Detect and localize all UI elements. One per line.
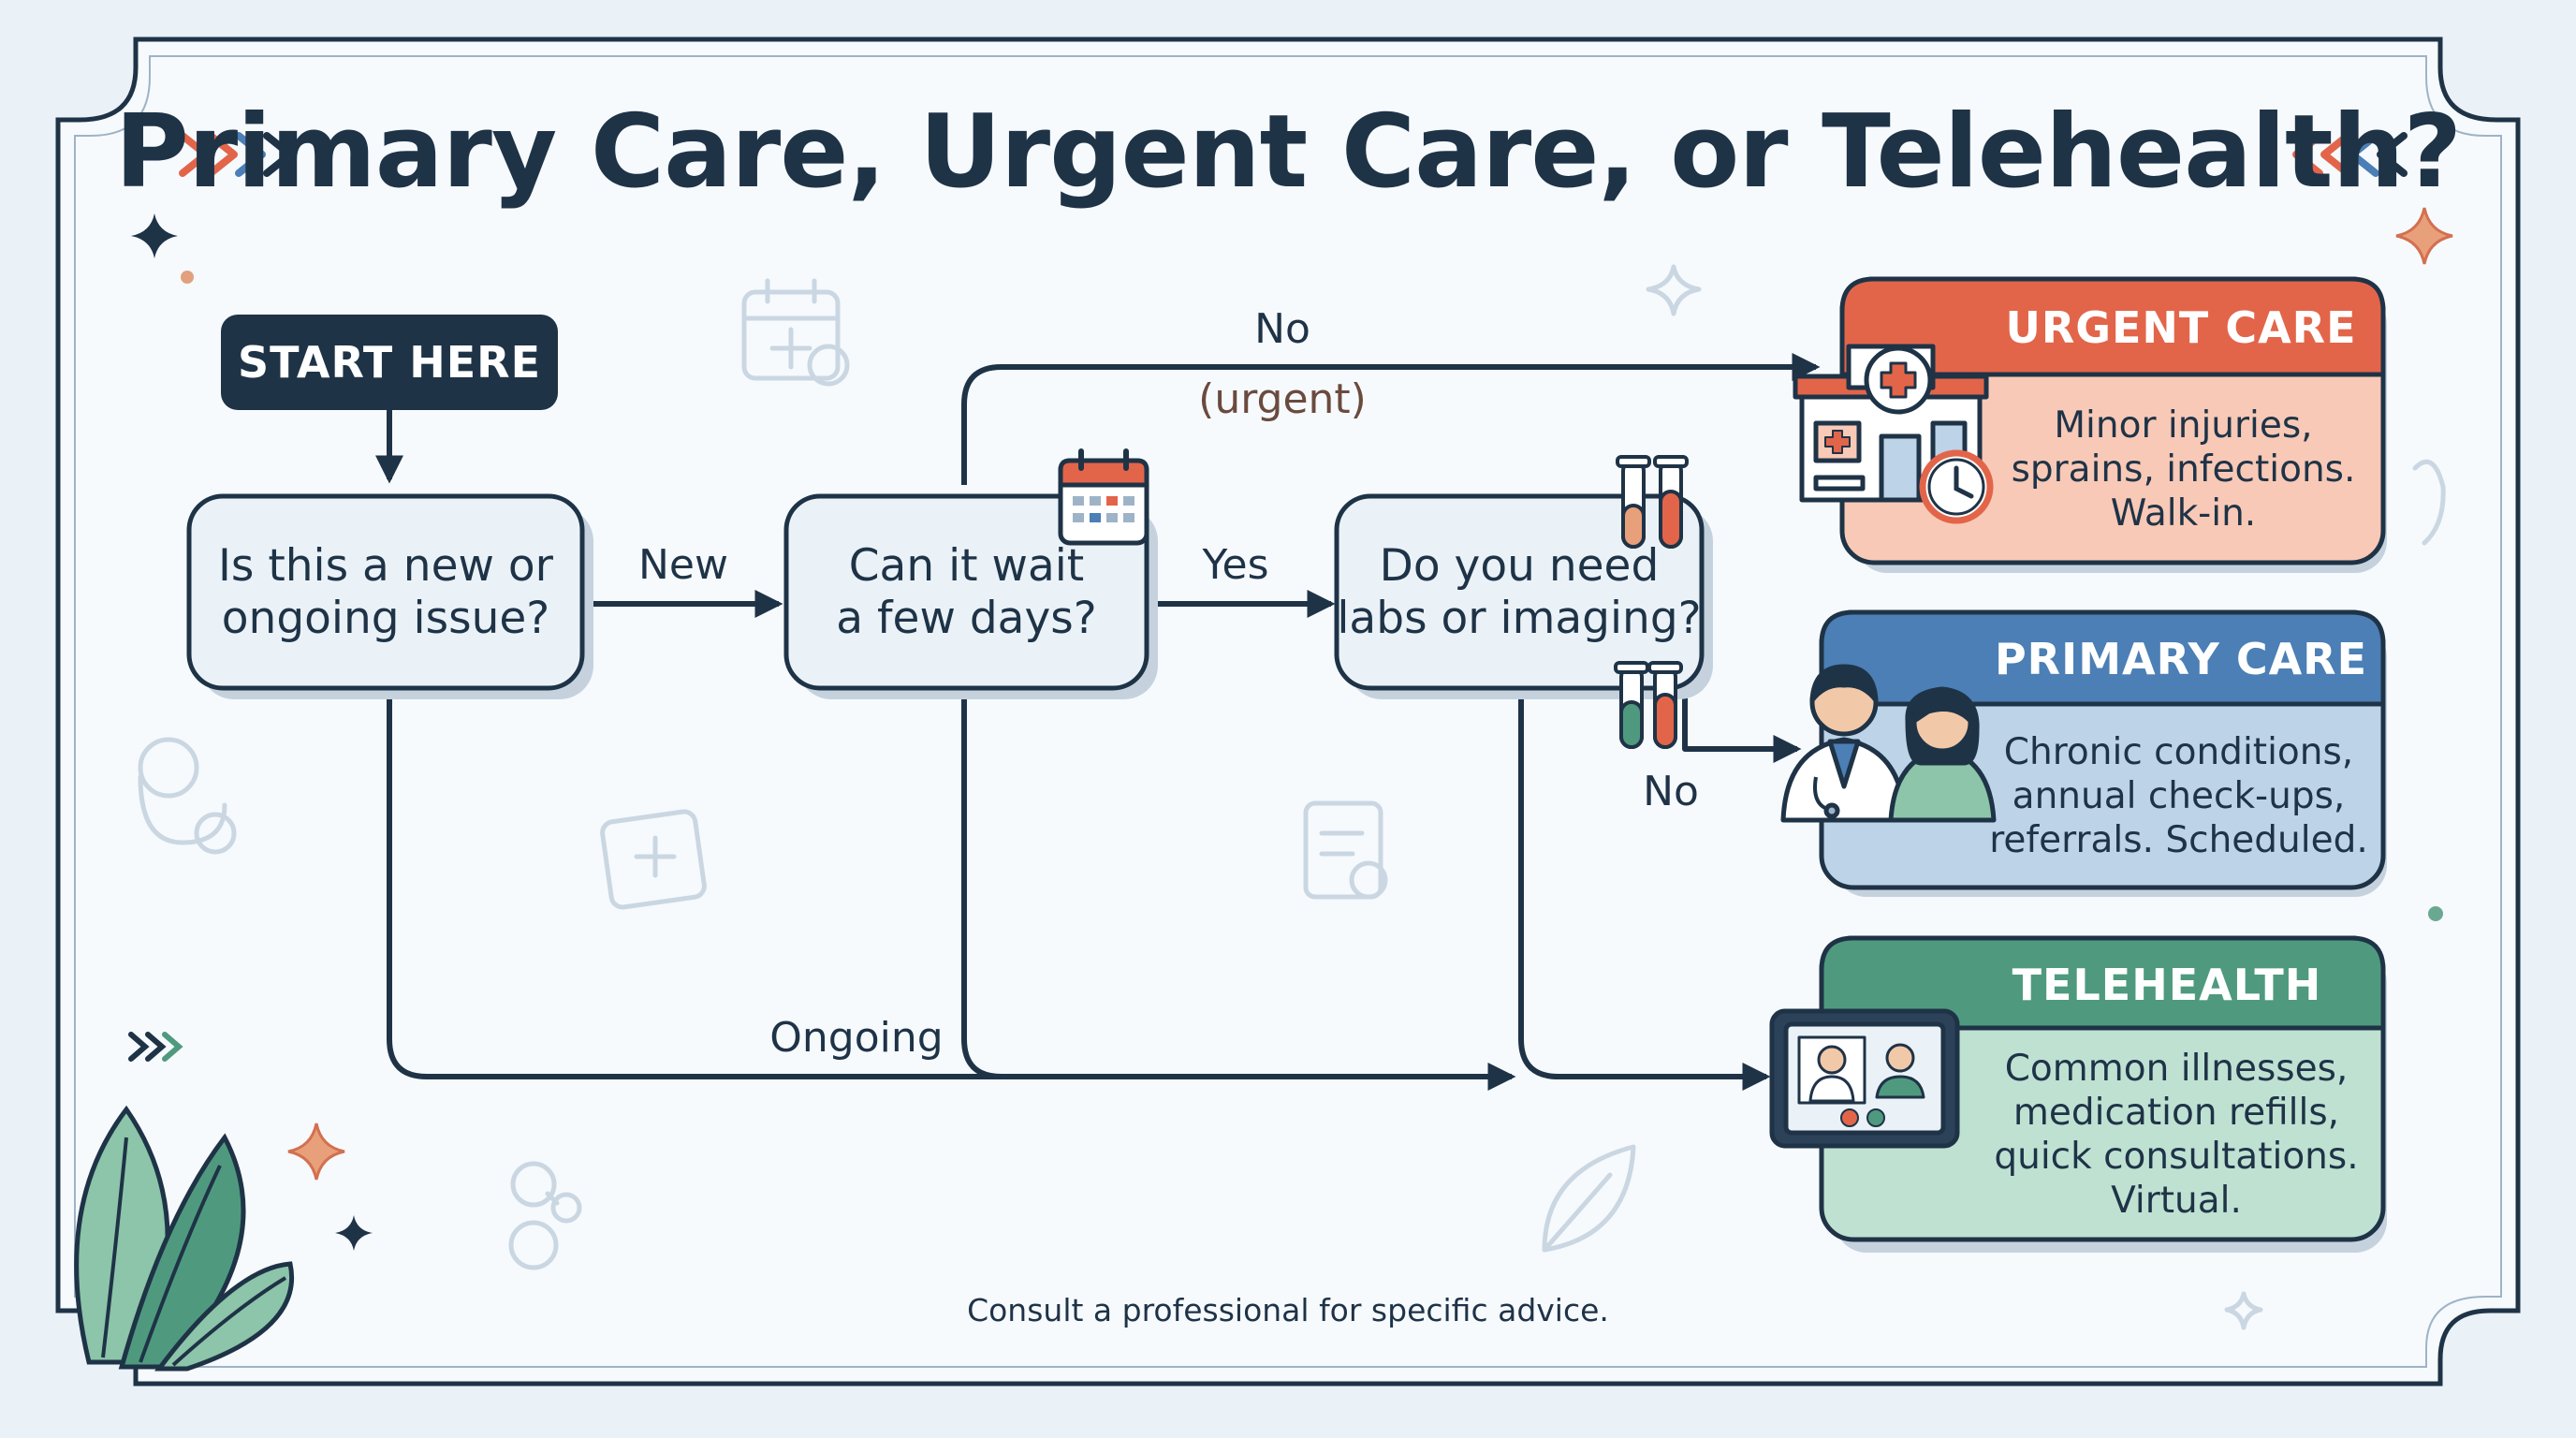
card-line: annual check-ups,: [2012, 775, 2346, 817]
arrow-ongoing: [387, 697, 1516, 1091]
faint-molecule-icon: [508, 1161, 582, 1270]
question-line: a few days?: [836, 592, 1097, 644]
video-call-tablet-icon: [1769, 1008, 1960, 1149]
urgent-care-description: Minor injuries,sprains, infections.Walk-…: [1989, 380, 2378, 558]
footer-disclaimer: Consult a professional for specific advi…: [967, 1292, 1609, 1328]
doctor-patient-icon: [1780, 664, 1997, 823]
clock-icon: [1919, 449, 1994, 524]
test-tubes-icon-2: [1614, 661, 1683, 749]
card-line: Walk-in.: [2110, 492, 2257, 535]
question-node-labs: [1334, 493, 1713, 699]
primary-care-description: Chronic conditions,annual check-ups,refe…: [1980, 710, 2378, 883]
test-tubes-icon: [1616, 455, 1689, 549]
start-here-badge: START HERE: [221, 315, 558, 410]
telehealth-card: [1819, 935, 2387, 1253]
card-line: quick consultations.: [1994, 1135, 2359, 1178]
faint-clipboard-icon: [1303, 800, 1388, 900]
line-wait-down: [961, 697, 1003, 1079]
card-line: referrals. Scheduled.: [1989, 819, 2368, 861]
faint-sparkle-icon-2: [2224, 1291, 2263, 1330]
arrow-no-labs: [1682, 693, 1802, 763]
card-line: Minor injuries,: [2054, 404, 2313, 447]
arrow-no-urgent: [961, 353, 1821, 485]
card-line: Chronic conditions,: [2003, 731, 2354, 773]
background-decorations: [138, 264, 2446, 1330]
card-line: medication refills,: [2012, 1091, 2340, 1134]
chevrons-small-icon: [128, 1032, 183, 1062]
faint-calendar-icon-2: [600, 809, 707, 910]
edge-label-yes: Yes: [1202, 541, 1269, 589]
edge-label-ongoing: Ongoing: [769, 1014, 944, 1062]
leaf-icon: [74, 1105, 294, 1372]
question-line: Is this a new or: [218, 539, 553, 592]
connectors: [387, 353, 1821, 1091]
primary-care-title: PRIMARY CARE: [1994, 634, 2368, 684]
chevrons-left-icon: [2292, 132, 2408, 177]
edge-label-new: New: [638, 541, 728, 589]
sparkle-icon: [131, 213, 178, 258]
faint-head-icon: [2412, 459, 2446, 546]
page-title: Primary Care, Urgent Care, or Telehealth…: [114, 94, 2462, 211]
dot-decoration-2: [2428, 906, 2443, 921]
edge-label-urgent-note: (urgent): [1198, 375, 1367, 423]
hospital-building-icon: [1793, 344, 1989, 503]
page-frame-inner: [74, 55, 2502, 1368]
sparkle-icon-orange: [2395, 207, 2453, 265]
edge-label-no-urgent: No: [1254, 305, 1310, 353]
telehealth-description: Common illnesses,medication refills,quic…: [1975, 1034, 2378, 1235]
telehealth-title: TELEHEALTH: [2012, 960, 2322, 1010]
primary-care-card: [1819, 609, 2387, 897]
card-line: sprains, infections.: [2011, 448, 2356, 491]
sparkle-icon-orange-2: [287, 1123, 345, 1181]
urgent-care-title: URGENT CARE: [2005, 302, 2357, 353]
card-line: Virtual.: [2111, 1179, 2242, 1222]
question-node-can-wait: [783, 493, 1158, 699]
faint-stethoscope-icon: [138, 737, 237, 855]
faint-leaf-icon: [1542, 1144, 1636, 1253]
dot-decoration: [181, 271, 194, 284]
arrow-labs-yes: [1518, 697, 1771, 1091]
question-node-new-or-ongoing: [186, 493, 593, 699]
edge-label-no-labs: No: [1643, 768, 1699, 815]
question-line: Can it wait: [848, 539, 1085, 592]
faint-calendar-icon: [741, 278, 850, 387]
question-line: ongoing issue?: [221, 592, 550, 644]
faint-sparkle-icon: [1646, 264, 1702, 316]
question-line: labs or imaging?: [1337, 592, 1702, 644]
card-line: Common illnesses,: [2004, 1047, 2349, 1090]
chevrons-right-icon: [179, 132, 294, 177]
calendar-icon: [1058, 448, 1149, 546]
sparkle-icon-2: [335, 1215, 373, 1251]
question-line: Do you need: [1379, 539, 1660, 592]
